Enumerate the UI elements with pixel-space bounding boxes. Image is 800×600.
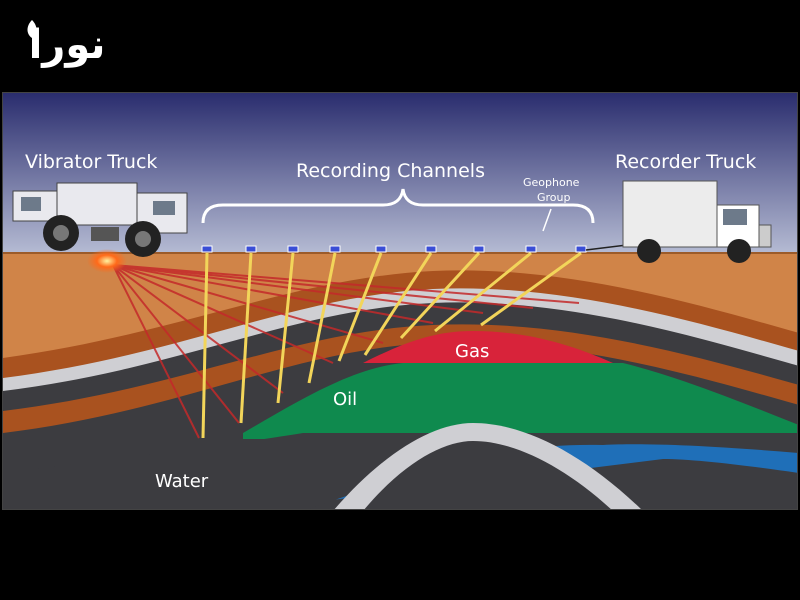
water-label: Water [155,471,209,492]
geophone-pointer [542,208,552,232]
vibration-source-icon [87,249,127,273]
geophone-label-line2: Group [537,191,571,204]
recording-channels-brace [201,188,595,224]
vibrator-truck-label: Vibrator Truck [25,151,157,173]
leaf-icon [27,20,37,38]
gas-zone [363,331,613,363]
oil-zone [243,363,797,439]
recorder-truck-icon [622,180,772,263]
logo-text: نورا [29,22,106,68]
seismic-diagram: Vibrator Truck Recording Channels Record… [2,92,798,510]
oil-label: Oil [333,389,357,410]
vibrator-truck-icon [12,182,188,257]
seismic-rays-yellow [201,251,582,439]
gas-label: Gas [455,341,489,362]
geophone-label-line1: Geophone [523,176,580,189]
geophone-group [201,245,587,253]
recorder-truck-label: Recorder Truck [615,151,756,173]
recording-channels-label: Recording Channels [296,160,485,182]
nora-logo: نورا [12,14,122,74]
dome-dark [364,441,611,509]
